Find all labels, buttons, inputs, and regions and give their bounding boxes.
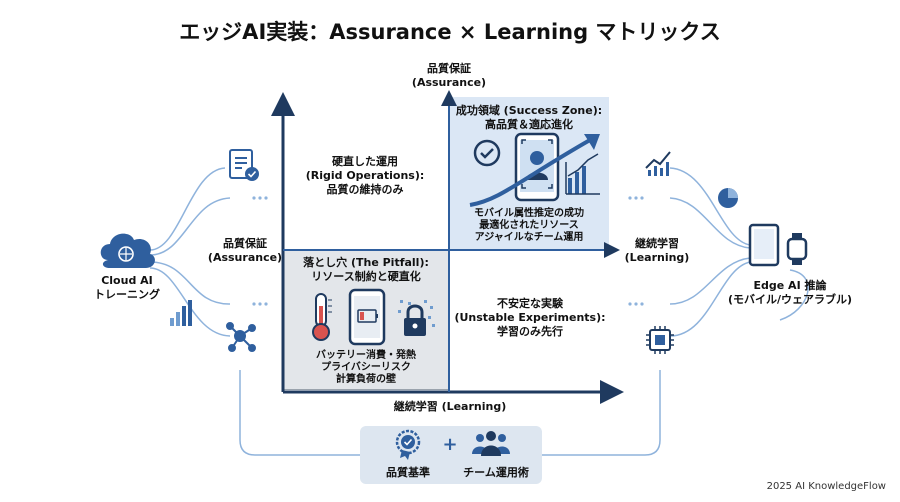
left-connectors (149, 167, 231, 337)
pie-chart-icon (718, 188, 738, 208)
quality-standard-label: 品質基準 (386, 466, 430, 479)
document-check-icon (229, 149, 259, 181)
bar-chart-icon (170, 300, 192, 326)
bar-chart-icon (645, 151, 671, 176)
learning-side-label: 継続学習(Learning) (624, 237, 690, 264)
brain-cloud-icon (100, 233, 155, 268)
team-operation-label: チーム運用術 (463, 466, 529, 479)
low-battery-phone-icon (348, 288, 386, 346)
check-circle-icon (473, 139, 501, 167)
thermometer-icon (312, 293, 332, 341)
pitfall-details: バッテリー消費・発熱 プライバシーリスク 計算負荷の壁 (316, 350, 416, 385)
success-zone-title: 成功領域 (Success Zone): 高品質＆適応進化 (455, 104, 603, 131)
left-dots (252, 196, 268, 306)
page-title: エッジAI実装：Assurance × Learning マトリックス (179, 20, 721, 44)
y-axis-label: 品質保証(Assurance) (411, 62, 487, 89)
face-scan-phone-icon (514, 132, 560, 202)
network-icon (226, 322, 256, 352)
plus-sign: + (442, 434, 458, 455)
trend-arrow-icon (469, 134, 600, 207)
watch-icon (786, 233, 808, 265)
unstable-experiments-label: 不安定な実験 (Unstable Experiments): 学習のみ先行 (454, 297, 606, 338)
right-dots (628, 196, 644, 306)
rigid-operations-label: 硬直した運用 (Rigid Operations): 品質の維持のみ (305, 155, 425, 196)
lock-icon (398, 300, 435, 336)
footer-credit: 2025 AI KnowledgeFlow (766, 481, 886, 492)
x-axis-label: 継続学習 (Learning) (393, 400, 507, 413)
team-icon (472, 431, 510, 456)
right-connectors (669, 167, 809, 337)
assurance-side-label: 品質保証(Assurance) (207, 237, 283, 264)
pitfall-title: 落とし穴 (The Pitfall): リソース制約と硬直化 (303, 256, 429, 283)
edge-ai-inference-label: Edge AI 推論(モバイル/ウェアラブル) (727, 279, 853, 306)
badge-icon (395, 429, 421, 460)
chip-icon (646, 326, 674, 354)
tablet-icon (748, 223, 780, 267)
success-zone-details: モバイル属性推定の成功 最適化されたリソース アジャイルなチーム運用 (474, 208, 584, 243)
bottom-card (360, 426, 542, 484)
